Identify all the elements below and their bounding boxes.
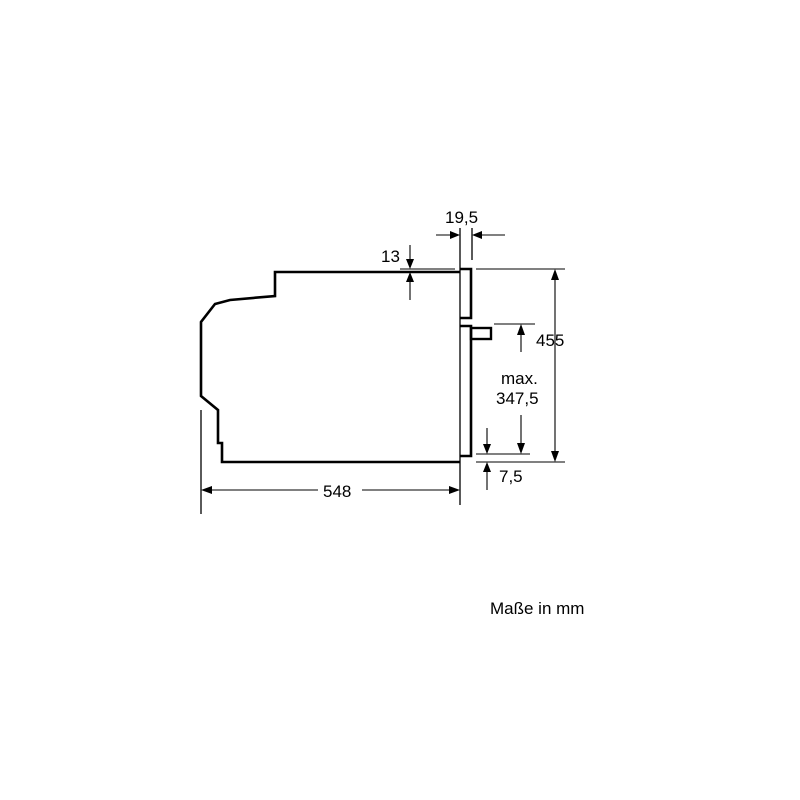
door-handle bbox=[469, 326, 493, 341]
dim-label-depth: 548 bbox=[323, 482, 351, 501]
dim-label-front-panel: 19,5 bbox=[445, 208, 478, 227]
arrow-right-icon bbox=[449, 486, 460, 494]
arrow-up-icon bbox=[517, 324, 525, 335]
dim-label-max-value: 347,5 bbox=[496, 389, 539, 408]
arrow-down-icon bbox=[483, 444, 491, 454]
arrow-down-icon bbox=[406, 259, 414, 269]
dim-label-bottom-offset: 7,5 bbox=[499, 467, 523, 486]
arrow-up-icon bbox=[483, 462, 491, 472]
arrow-left-icon bbox=[472, 231, 482, 239]
front-door-panel bbox=[460, 267, 473, 458]
dim-label-height: 455 bbox=[536, 331, 564, 350]
units-note: Maße in mm bbox=[490, 599, 584, 618]
oven-body-outline bbox=[199, 270, 460, 464]
dim-label-max: max. bbox=[501, 369, 538, 388]
arrow-left-icon bbox=[201, 486, 212, 494]
arrow-down-icon bbox=[551, 451, 559, 462]
arrow-up-icon bbox=[406, 272, 414, 282]
arrow-up-icon bbox=[551, 269, 559, 280]
arrow-down-icon bbox=[517, 443, 525, 454]
arrow-right-icon bbox=[450, 231, 460, 239]
dim-label-top-offset: 13 bbox=[381, 247, 400, 266]
